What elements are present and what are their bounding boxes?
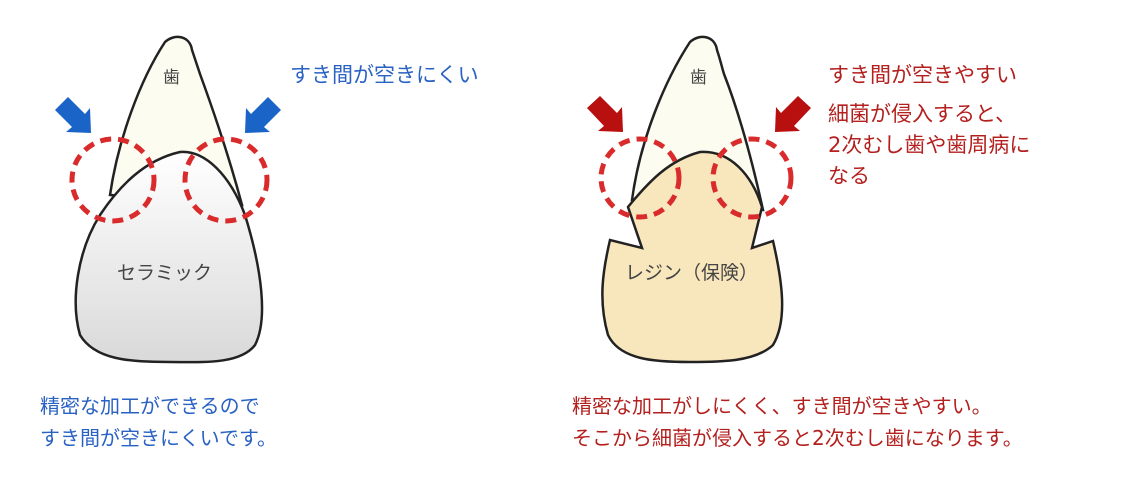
left-ceramic-crown (74, 150, 264, 364)
left-gap-markers (69, 136, 270, 224)
left-caption-line-1: 精密な加工ができるので (40, 394, 260, 418)
right-callout-line-1: すき間が空きやすい (828, 63, 1017, 87)
right-callout-line-4: なる (828, 164, 870, 188)
right-gap-markers (598, 136, 794, 220)
down-arrow-icon (775, 96, 811, 132)
right-resin-crown (601, 150, 784, 364)
down-arrow-icon (245, 97, 281, 133)
left-caption: 精密な加工ができるので すき間が空きにくいです。 (40, 390, 277, 454)
down-arrow-icon (587, 96, 623, 132)
down-arrow-icon (55, 97, 91, 133)
right-callout-line-3: 2次むし歯や歯周病に (828, 133, 1031, 157)
right-crown-label: レジン（保険） (625, 262, 759, 284)
left-tooth-label: 歯 (163, 68, 180, 88)
left-caption-line-2: すき間が空きにくいです。 (40, 426, 277, 450)
left-crown-label: セラミック (117, 262, 213, 284)
right-callout-line-2: 細菌が侵入すると、 (828, 102, 1017, 126)
right-tooth-label: 歯 (690, 68, 707, 88)
right-caption-line-2: そこから細菌が侵入すると2次むし歯になります。 (572, 426, 1023, 450)
left-callout: すき間が空きにくい (290, 63, 479, 87)
right-caption: 精密な加工がしにくく、すき間が空きやすい。 そこから細菌が侵入すると2次むし歯に… (572, 390, 1023, 454)
right-callout: すき間が空きやすい 細菌が侵入すると、 2次むし歯や歯周病に なる (828, 60, 1030, 192)
right-caption-line-1: 精密な加工がしにくく、すき間が空きやすい。 (572, 394, 992, 418)
